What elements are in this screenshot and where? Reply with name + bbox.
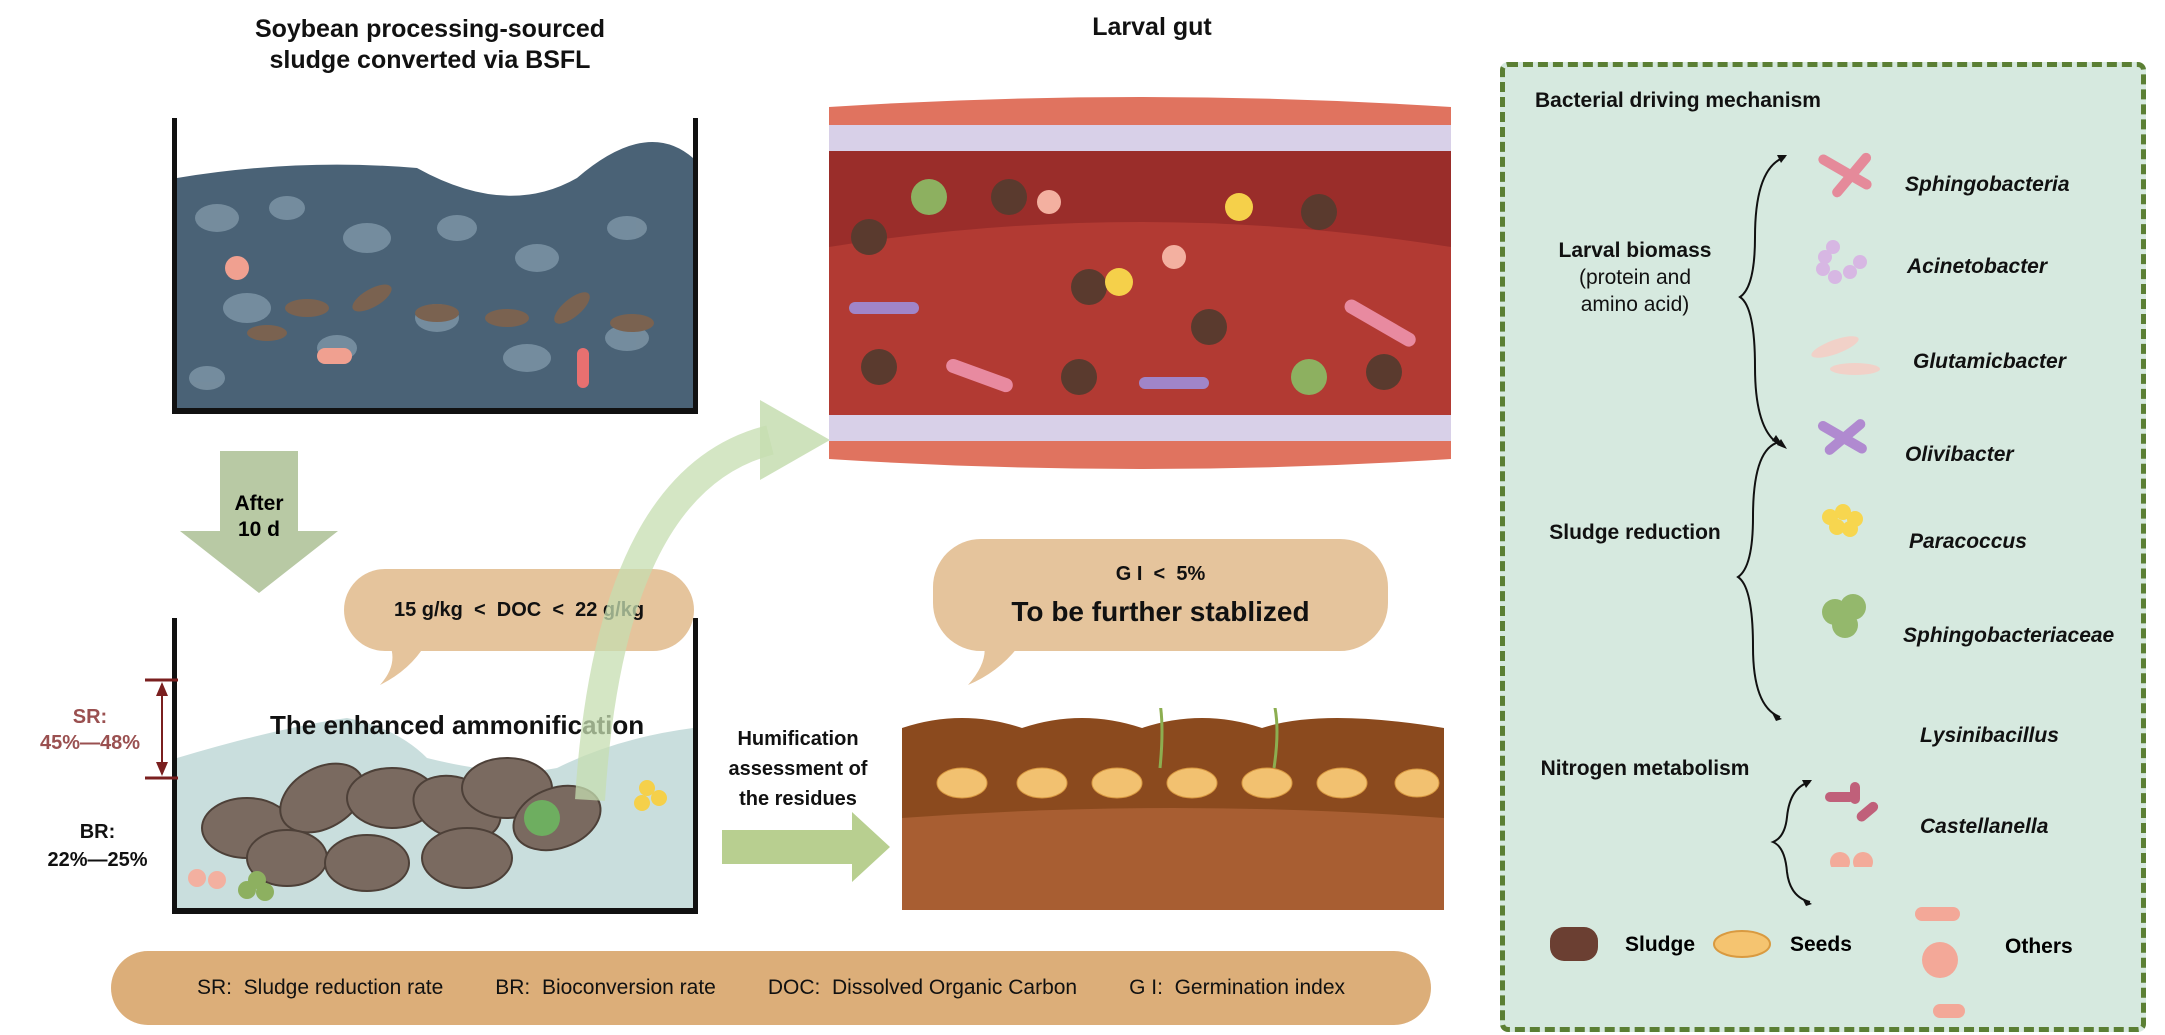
castellanella-icon	[1830, 852, 1873, 867]
humification-line: assessment of	[728, 758, 868, 780]
bottom-beaker	[172, 618, 698, 914]
group-nitrogen-metabolism: Nitrogen metabolism	[1540, 757, 1750, 780]
humification-line: Humification	[737, 728, 859, 750]
bacterium-name: Olivibacter	[1905, 443, 2014, 466]
gut-curve-arrow	[575, 400, 830, 801]
legend-abbr: G I:	[1129, 976, 1163, 999]
title-line: Soybean processing-sourced	[254, 15, 606, 43]
sphingobacteriaceae-icon	[1822, 594, 1866, 638]
group-label: Larval biomass	[1558, 239, 1712, 262]
right-arrow	[722, 812, 890, 882]
key-sludge: Sludge	[1625, 933, 1696, 956]
sr-label-text: SR:	[72, 706, 108, 728]
sr-arrow	[145, 678, 178, 780]
bacterium-name: Paracoccus	[1909, 530, 2027, 553]
legend-text: Dissolved Organic Carbon	[832, 976, 1078, 999]
sr-label: SR: 45%—48%	[30, 704, 150, 756]
olivibacter-icon	[1817, 419, 1867, 455]
bacterium-name: Acinetobacter	[1907, 255, 2048, 278]
br-value: 22%—25%	[47, 849, 148, 871]
key-others: Others	[2005, 935, 2073, 958]
larvae-illustration	[177, 718, 693, 908]
glutamicbacter-icon	[1811, 336, 1880, 375]
humification-line: the residues	[739, 788, 857, 810]
legend-item-doc: DOC: Dissolved Organic Carbon	[768, 976, 1077, 1000]
seed-icon	[1713, 930, 1771, 958]
legend-abbr: DOC:	[767, 976, 821, 999]
bacteria-icons	[1811, 152, 1880, 867]
legend-abbr: SR:	[196, 976, 232, 999]
paracoccus-icon	[1822, 504, 1863, 537]
gut-title: Larval gut	[1092, 13, 1212, 41]
gut-illustration	[829, 97, 1451, 469]
bracket-arrows	[1736, 155, 1812, 906]
after-label: After	[234, 492, 284, 515]
soil-seeds-illustration	[902, 702, 1444, 910]
legend-text: Bioconversion rate	[541, 976, 716, 999]
legend-item-gi: G I: Germination index	[1129, 976, 1345, 1000]
after-label-days: 10 d	[237, 518, 281, 541]
acinetobacter-icon	[1816, 240, 1867, 284]
br-label: BR: 22%—25%	[30, 818, 165, 874]
gi-bubble: G I < 5% To be further stablized	[933, 539, 1388, 651]
panel-title: Bacterial driving mechanism	[1535, 89, 1821, 112]
key-seeds: Seeds	[1790, 933, 1852, 956]
bacterium-name: Sphingobacteriaceae	[1903, 624, 2115, 647]
others-icon	[1915, 907, 1965, 1018]
humification-label: Humification assessment of the residues	[718, 724, 878, 814]
abbreviation-legend: SR: Sludge reduction rate BR: Bioconvers…	[111, 951, 1431, 1025]
title-line: sludge converted via BSFL	[269, 46, 591, 74]
sludge-icon	[1550, 927, 1598, 961]
legend-text: Germination index	[1174, 976, 1345, 999]
sr-value: 45%—48%	[39, 732, 141, 754]
legend-item-br: BR: Bioconversion rate	[495, 976, 716, 1000]
legend-text: Sludge reduction rate	[243, 976, 444, 999]
bacterium-name: Sphingobacteria	[1905, 173, 2070, 196]
bacterium-name: Glutamicbacter	[1913, 350, 2066, 373]
group-sublabel: amino acid)	[1580, 293, 1690, 316]
br-label-text: BR:	[79, 821, 116, 843]
bacterium-name: Castellanella	[1920, 815, 2049, 838]
bacterial-mechanism-panel: Bacterial driving mechanism Larval bioma…	[1500, 62, 2146, 1032]
group-larval-biomass: Larval biomass (protein and amino acid)	[1535, 237, 1735, 318]
gi-value: G I < 5%	[1115, 562, 1206, 585]
legend-item-sr: SR: Sludge reduction rate	[197, 976, 443, 1000]
lysinibacillus-icon	[1825, 782, 1879, 822]
left-title: Soybean processing-sourced sludge conver…	[190, 14, 670, 76]
legend-abbr: BR:	[495, 976, 531, 999]
gi-bubble-tail	[968, 640, 1023, 685]
bacterium-name: Lysinibacillus	[1920, 724, 2059, 747]
doc-bubble-tail	[380, 645, 425, 685]
gi-status: To be further stablized	[1011, 595, 1310, 627]
sphingobacteria-icon	[1818, 152, 1872, 198]
sludge-illustration	[177, 142, 693, 408]
top-beaker	[172, 118, 698, 414]
group-sublabel: (protein and	[1578, 266, 1692, 289]
down-arrow: After 10 d	[180, 451, 338, 593]
group-sludge-reduction: Sludge reduction	[1549, 521, 1721, 544]
